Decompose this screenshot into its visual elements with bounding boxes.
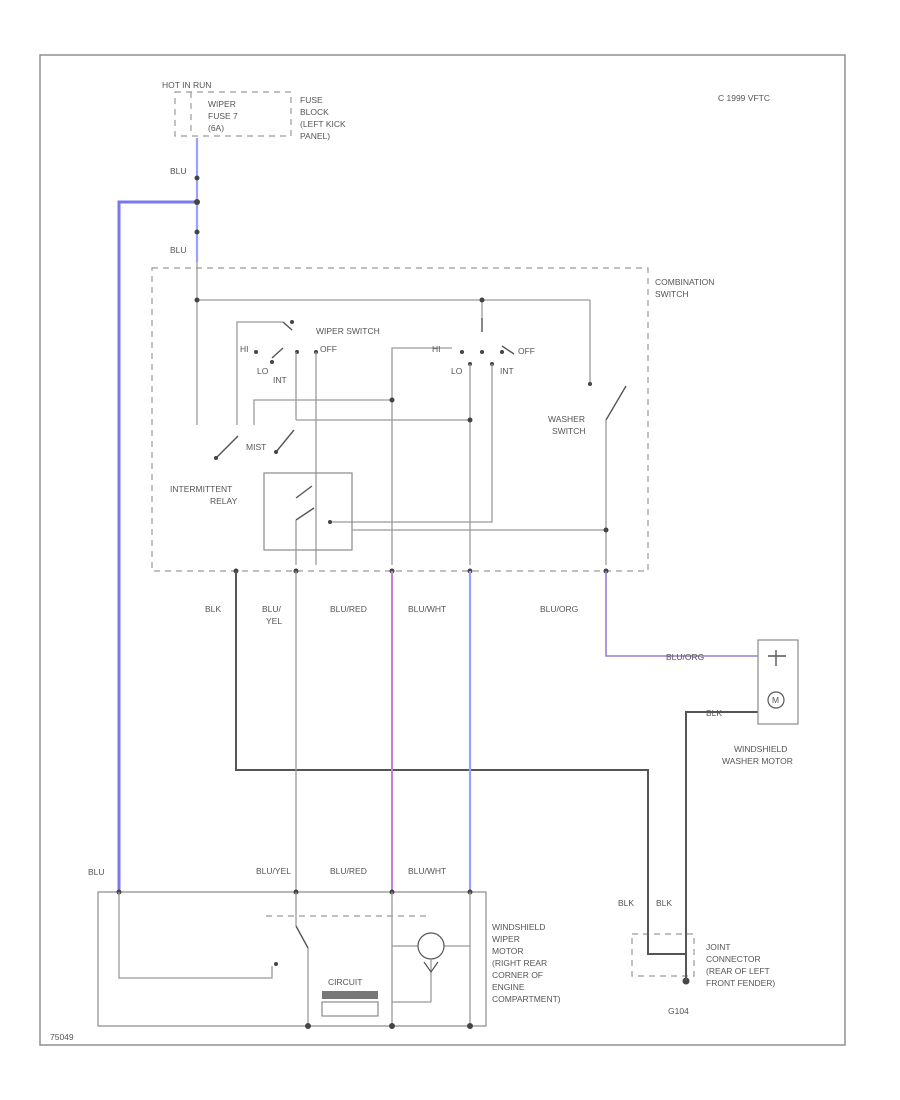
blu-red-wire-label-top: BLU/RED <box>330 604 367 614</box>
combination-switch-label-1: COMBINATION <box>655 277 714 287</box>
washer-motor-label-1: WINDSHIELD <box>734 744 787 754</box>
fuse-label-1: WIPER <box>208 99 236 109</box>
intermittent-relay-label-2: RELAY <box>210 496 238 506</box>
wiper-switch-title: WIPER SWITCH <box>316 326 380 336</box>
fuse-label-2: FUSE 7 <box>208 111 238 121</box>
washer-motor: M WINDSHIELD WASHER MOTOR <box>722 639 799 766</box>
diagram-frame <box>39 54 846 1046</box>
figure-code: 75049 <box>50 1032 74 1042</box>
wiper-motor-label-6: ENGINE <box>492 982 525 992</box>
blk-wire-label-left: BLK <box>205 604 221 614</box>
joint-connector-label-1: JOINT <box>706 942 731 952</box>
joint-connector-label-4: FRONT FENDER) <box>706 978 775 988</box>
wiper-switch-hi-right: HI <box>432 344 441 354</box>
harness-wires <box>235 571 758 892</box>
joint-connector-label-3: (REAR OF LEFT <box>706 966 770 976</box>
circuit-breaker <box>322 991 378 999</box>
hot-in-run-label: HOT IN RUN <box>162 80 211 90</box>
washer-switch-label-1: WASHER <box>548 414 585 424</box>
wiper-switch-lo-left: LO <box>257 366 269 376</box>
blu-wht-wire-label-top: BLU/WHT <box>408 604 446 614</box>
fuse-block-label-4: PANEL) <box>300 131 330 141</box>
washer-switch-label-2: SWITCH <box>552 426 586 436</box>
joint-connector-label-2: CONNECTOR <box>706 954 761 964</box>
blu-wire-label-bottom: BLU <box>88 867 105 877</box>
intermittent-relay-label-1: INTERMITTENT <box>170 484 232 494</box>
blu-red-wire-label-bottom: BLU/RED <box>330 866 367 876</box>
wiper-motor-label-7: COMPARTMENT) <box>492 994 561 1004</box>
wiper-motor-label-1: WINDSHIELD <box>492 922 545 932</box>
copyright-label: C 1999 VFTC <box>718 93 770 103</box>
fuse-block: HOT IN RUN WIPER FUSE 7 (6A) FUSE BLOCK … <box>162 80 346 141</box>
wiper-switch-int-right: INT <box>500 366 514 376</box>
blu-wht-wire-label-bottom: BLU/WHT <box>408 866 446 876</box>
wiper-switch-lo-right: LO <box>451 366 463 376</box>
ground-label: G104 <box>668 1006 689 1016</box>
fuse-block-label-1: FUSE <box>300 95 323 105</box>
blu-org-wire-label-motor: BLU/ORG <box>666 652 704 662</box>
washer-motor-label-2: WASHER MOTOR <box>722 756 793 766</box>
blu-wire-label-mid: BLU <box>170 245 187 255</box>
blu-yel-wire-label-top-1: BLU/ <box>262 604 282 614</box>
intermittent-relay-box <box>263 472 353 551</box>
combination-switch-label-2: SWITCH <box>655 289 689 299</box>
joint-connector: JOINT CONNECTOR (REAR OF LEFT FRONT FEND… <box>631 892 775 1016</box>
wiper-motor-label-2: WIPER <box>492 934 520 944</box>
blk-wire-label-bottom-2: BLK <box>656 898 672 908</box>
wiper-motor: CIRCUIT WINDSHIELD WIPER MOTOR (RIGHT RE… <box>97 889 561 1029</box>
blu-yel-wire-label-top-2: YEL <box>266 616 282 626</box>
wiper-motor-label-4: (RIGHT REAR <box>492 958 547 968</box>
fuse-label-3: (6A) <box>208 123 224 133</box>
fuse-block-label-2: BLOCK <box>300 107 329 117</box>
wiper-switch-off-right: OFF <box>518 346 535 356</box>
blu-wire-label-top: BLU <box>170 166 187 176</box>
wiper-switch-off-left: OFF <box>320 344 337 354</box>
wiper-switch-int-left: INT <box>273 375 287 385</box>
blk-wire-label-bottom-1: BLK <box>618 898 634 908</box>
combination-switch: COMBINATION SWITCH WIPER SWITCH HI OFF L… <box>151 262 714 572</box>
blu-yel-wire-label-bottom: BLU/YEL <box>256 866 291 876</box>
washer-motor-m: M <box>772 695 779 705</box>
wiper-motor-label-5: CORNER OF <box>492 970 543 980</box>
blu-org-wire-label-top: BLU/ORG <box>540 604 578 614</box>
mist-label: MIST <box>246 442 266 452</box>
wiper-switch-hi-left: HI <box>240 344 249 354</box>
blu-power-wire <box>117 138 200 892</box>
blk-wire-label-motor: BLK <box>706 708 722 718</box>
fuse-block-label-3: (LEFT KICK <box>300 119 346 129</box>
wiper-motor-label-3: MOTOR <box>492 946 523 956</box>
circuit-breaker-label: CIRCUIT <box>328 977 362 987</box>
